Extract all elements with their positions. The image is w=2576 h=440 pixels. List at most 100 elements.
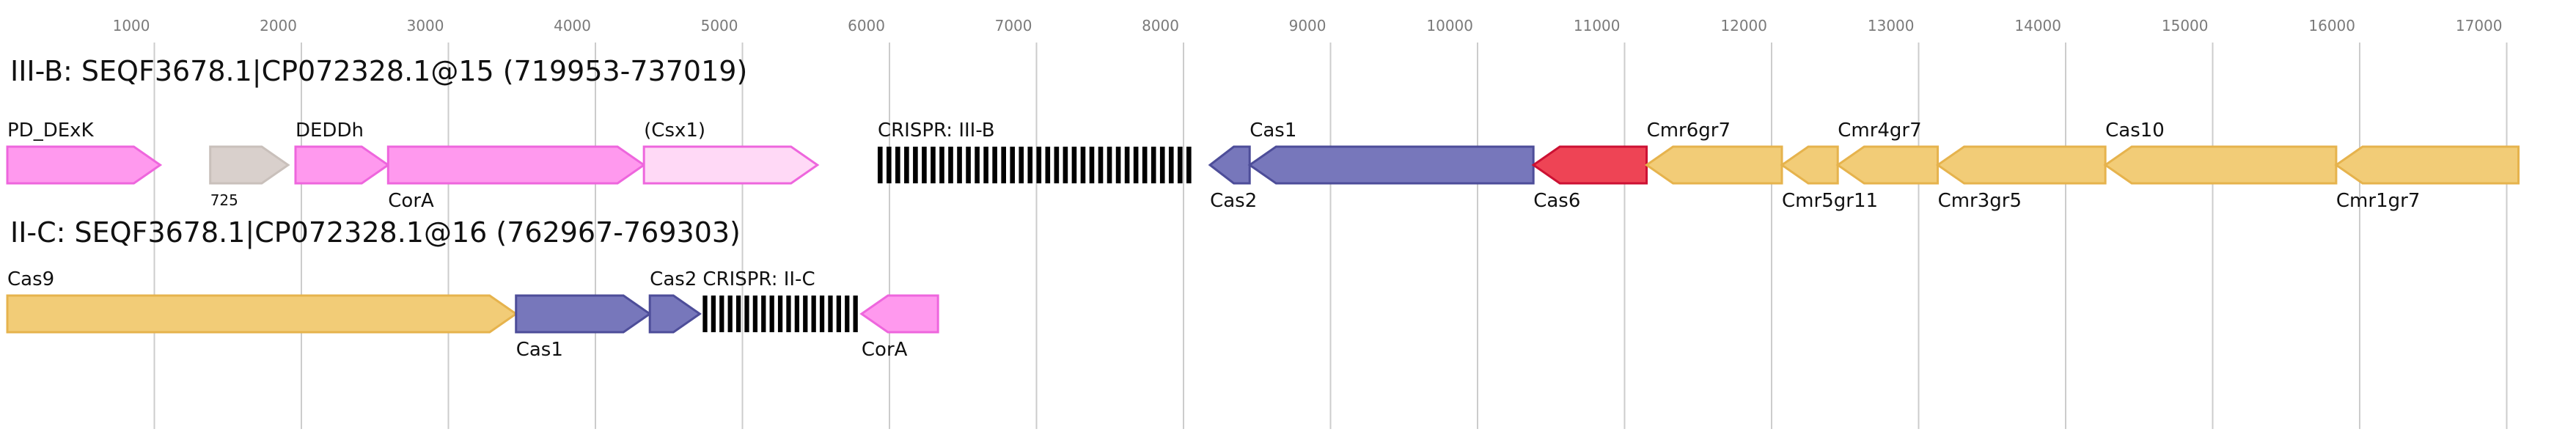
crispr-repeat (853, 296, 858, 332)
axis-tick-label: 9000 (1289, 17, 1326, 34)
gene-arrow (6, 145, 163, 185)
crispr-repeat (761, 296, 766, 332)
crispr-repeat (983, 147, 988, 183)
gene-label: Cas2 (1210, 190, 1257, 212)
axis-tick-label: 15000 (2162, 17, 2209, 34)
crispr-repeat (1054, 147, 1060, 183)
crispr-repeat (1071, 147, 1077, 183)
gene-label: CorA (388, 190, 434, 212)
gene-label: PD_DExK (7, 120, 95, 142)
crispr-label: CRISPR: II-C (702, 268, 815, 290)
crispr-repeat (845, 296, 850, 332)
locus-title: III-B: SEQF3678.1|CP072328.1@15 (719953-… (10, 55, 747, 88)
gene-arrow (642, 145, 820, 185)
crispr-repeat (1115, 147, 1121, 183)
crispr-repeat (1159, 147, 1165, 183)
gene-label: Cmr1gr7 (2336, 190, 2420, 212)
crispr-repeat (1001, 147, 1006, 183)
crispr-repeat (895, 147, 900, 183)
crispr-repeat (1089, 147, 1095, 183)
crispr-repeat (939, 147, 944, 183)
crispr-repeat (702, 296, 708, 332)
locus-track: III-B: SEQF3678.1|CP072328.1@15 (719953-… (6, 55, 2520, 212)
crispr-repeat (719, 296, 724, 332)
crispr-array: CRISPR: II-C (702, 268, 858, 332)
gene-arrow (2334, 145, 2520, 185)
axis-tick-label: 3000 (407, 17, 444, 34)
crispr-repeat (819, 296, 825, 332)
crispr-repeat (811, 296, 816, 332)
axis-tick-label: 12000 (1720, 17, 1767, 34)
gene-arrow (1780, 145, 1839, 185)
crispr-repeat (1168, 147, 1174, 183)
gene-label: Cas2 (650, 268, 697, 290)
crispr-repeat (1098, 147, 1104, 183)
crispr-repeat (1142, 147, 1148, 183)
locus-title: II-C: SEQF3678.1|CP072328.1@16 (762967-7… (10, 216, 741, 249)
axis-tick-label: 5000 (701, 17, 738, 34)
gene-label: Cmr6gr7 (1647, 120, 1731, 142)
crispr-repeat (913, 147, 918, 183)
axis-tick-label: 17000 (2456, 17, 2503, 34)
crispr-repeat (769, 296, 774, 332)
crispr-repeat (1186, 147, 1192, 183)
locus-tracks: III-B: SEQF3678.1|CP072328.1@15 (719953-… (6, 55, 2520, 361)
crispr-array: CRISPR: III-B (877, 120, 1192, 183)
crispr-repeat (828, 296, 833, 332)
crispr-repeat (803, 296, 808, 332)
gene-arrow (6, 294, 518, 334)
crispr-repeat (1019, 147, 1024, 183)
crispr-repeat (904, 147, 909, 183)
crispr-repeat (966, 147, 971, 183)
crispr-repeat (877, 147, 883, 183)
crispr-repeat (931, 147, 936, 183)
gene-label: 725 (210, 191, 238, 209)
gene-arrow (859, 294, 939, 334)
gene-label: Cmr3gr5 (1938, 190, 2022, 212)
gene-label: (Csx1) (644, 120, 705, 142)
crispr-repeat (1177, 147, 1183, 183)
crispr-label: CRISPR: III-B (878, 120, 995, 142)
gene-arrow (294, 145, 390, 185)
gene-label: Cas9 (7, 268, 54, 290)
gene-arrow (648, 294, 702, 334)
axis-tick-label: 14000 (2014, 17, 2061, 34)
gene-arrow (1644, 145, 1783, 185)
gene-label: Cmr4gr7 (1838, 120, 1921, 142)
crispr-repeat (786, 296, 791, 332)
gene-label: Cmr5gr11 (1782, 190, 1878, 212)
gene-arrow (1247, 145, 1535, 185)
crispr-repeat (1107, 147, 1112, 183)
axis-tick-label: 8000 (1142, 17, 1179, 34)
gene-label: Cas1 (1250, 120, 1296, 142)
crispr-repeat (1010, 147, 1016, 183)
axis-tick-label: 16000 (2308, 17, 2355, 34)
crispr-repeat (1027, 147, 1033, 183)
crispr-repeat (836, 296, 841, 332)
axis-tick-label: 6000 (848, 17, 885, 34)
crispr-repeat (948, 147, 953, 183)
crispr-repeat (711, 296, 716, 332)
crispr-repeat (992, 147, 997, 183)
gene-label: CorA (862, 339, 908, 361)
axis-tick-label: 13000 (1868, 17, 1915, 34)
crispr-repeat (1151, 147, 1156, 183)
crispr-repeat (1080, 147, 1086, 183)
gene-label: Cas6 (1533, 190, 1580, 212)
crispr-repeat (727, 296, 733, 332)
crispr-repeat (1036, 147, 1042, 183)
gene-label: Cas1 (516, 339, 563, 361)
crispr-repeat (735, 296, 741, 332)
gene-label: Cas10 (2105, 120, 2165, 142)
axis-tick-label: 2000 (260, 17, 297, 34)
crispr-repeat (1133, 147, 1139, 183)
axis-tick-label: 10000 (1426, 17, 1473, 34)
crispr-repeat (1045, 147, 1051, 183)
axis-tick-label: 1000 (113, 17, 150, 34)
locus-track: II-C: SEQF3678.1|CP072328.1@16 (762967-7… (6, 216, 939, 361)
crispr-repeat (744, 296, 749, 332)
gene-label: DEDDh (296, 120, 364, 142)
crispr-repeat (922, 147, 927, 183)
